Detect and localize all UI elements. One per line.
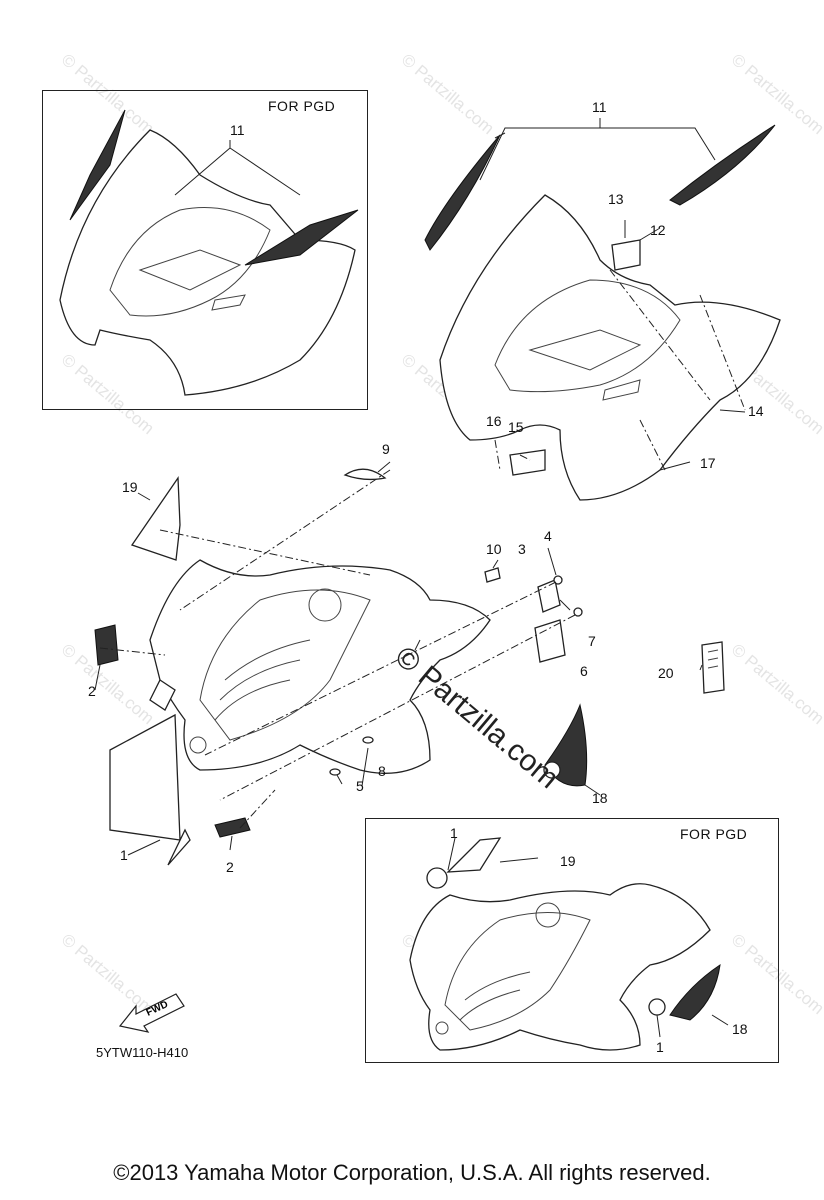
diagram-reference-code: 5YTW110-H410 xyxy=(96,1045,189,1060)
callout-20: 20 xyxy=(658,665,674,681)
callout-5: 5 xyxy=(356,778,364,794)
callout-6: 6 xyxy=(580,663,588,679)
callout-8: 8 xyxy=(378,763,386,779)
rear-fender xyxy=(424,124,781,501)
decal-18-pgd xyxy=(669,963,721,1021)
callout-17: 17 xyxy=(700,455,716,471)
decal-10 xyxy=(484,567,501,583)
callout-19: 19 xyxy=(122,479,138,495)
front-fender xyxy=(149,559,491,774)
emblem-18 xyxy=(543,761,561,779)
emblem-1-pgd xyxy=(648,998,666,1016)
leader-line xyxy=(479,118,716,181)
callout-10: 10 xyxy=(486,541,502,557)
callout-15: 15 xyxy=(508,419,524,435)
callout-18: 18 xyxy=(732,1021,748,1037)
decal-19 xyxy=(130,476,181,561)
callout-7: 7 xyxy=(588,633,596,649)
label-6 xyxy=(534,619,566,663)
callout-3: 3 xyxy=(518,541,526,557)
decal-1-pgd xyxy=(426,867,448,889)
pgd-label-top: FOR PGD xyxy=(268,98,336,114)
nut-5 xyxy=(329,768,341,776)
pgd-label-bottom: FOR PGD xyxy=(680,826,748,842)
callout-14: 14 xyxy=(748,403,764,419)
leader-line xyxy=(624,220,661,241)
callout-12: 12 xyxy=(650,222,666,238)
decal-19-pgd xyxy=(446,837,502,873)
rear-fender-pgd xyxy=(59,109,359,396)
copyright-notice: ©2013 Yamaha Motor Corporation, U.S.A. A… xyxy=(113,1160,711,1185)
callout-4: 4 xyxy=(544,528,552,544)
callout-1: 1 xyxy=(120,847,128,863)
pgd-variant-box-top xyxy=(42,90,368,410)
nut-8 xyxy=(362,736,374,744)
callout-9: 9 xyxy=(382,441,390,457)
callout-19: 19 xyxy=(560,853,576,869)
decal-9 xyxy=(343,468,387,481)
callout-2: 2 xyxy=(226,859,234,875)
leader-line xyxy=(414,639,421,651)
leader-line xyxy=(174,140,301,196)
decal-1 xyxy=(109,713,181,841)
callout-1: 1 xyxy=(450,825,458,841)
callout-13: 13 xyxy=(608,191,624,207)
bolt-7 xyxy=(573,607,583,617)
callout-16: 16 xyxy=(486,413,502,429)
decal-2-bottom xyxy=(214,817,251,838)
callout-11: 11 xyxy=(230,122,245,138)
label-3 xyxy=(537,579,561,613)
decal-1-small xyxy=(167,828,191,866)
leader-line xyxy=(94,132,746,1038)
callout-18: 18 xyxy=(592,790,608,806)
decal-2-left xyxy=(94,624,119,666)
dash-line xyxy=(494,269,746,471)
front-fender-pgd xyxy=(409,883,711,1051)
callout-11: 11 xyxy=(592,99,607,115)
dash-line xyxy=(99,469,576,829)
forward-arrow-icon: FWD xyxy=(118,993,185,1033)
callout-1: 1 xyxy=(656,1039,664,1055)
pgd-variant-box-bottom xyxy=(365,818,779,1063)
callout-2: 2 xyxy=(88,683,96,699)
